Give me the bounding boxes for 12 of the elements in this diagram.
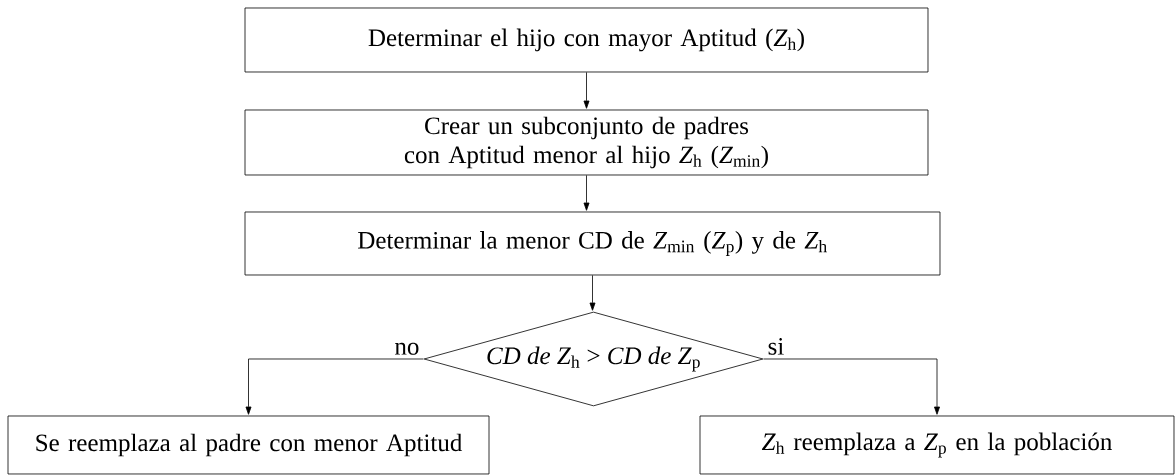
- process-box: Determinar el hijo con mayor Aptitud (Z$_{h}$): [244, 7, 929, 73]
- process-box: Determinar la menor CD de Z$_{min}$ (Z$_{p}$) y de Z$_{h}$: [244, 211, 941, 276]
- process-box: Se reemplaza al padre con menor Aptitud: [7, 415, 490, 475]
- arrow: [245, 358, 424, 415]
- arrow: [589, 275, 596, 311]
- process-box: Z$_{h}$ reemplaza a Z$_{p}$ en la población: [699, 415, 1175, 475]
- arrow: [583, 175, 590, 211]
- arrow: [583, 72, 590, 109]
- arrow: [763, 358, 940, 415]
- edge-label: no: [393, 341, 421, 356]
- edge-label: si: [766, 337, 786, 356]
- process-box: Crear un subconjunto de padres con Aptitud menor al hijo Z$_{h}$ (Z$_{min}$): [244, 109, 929, 176]
